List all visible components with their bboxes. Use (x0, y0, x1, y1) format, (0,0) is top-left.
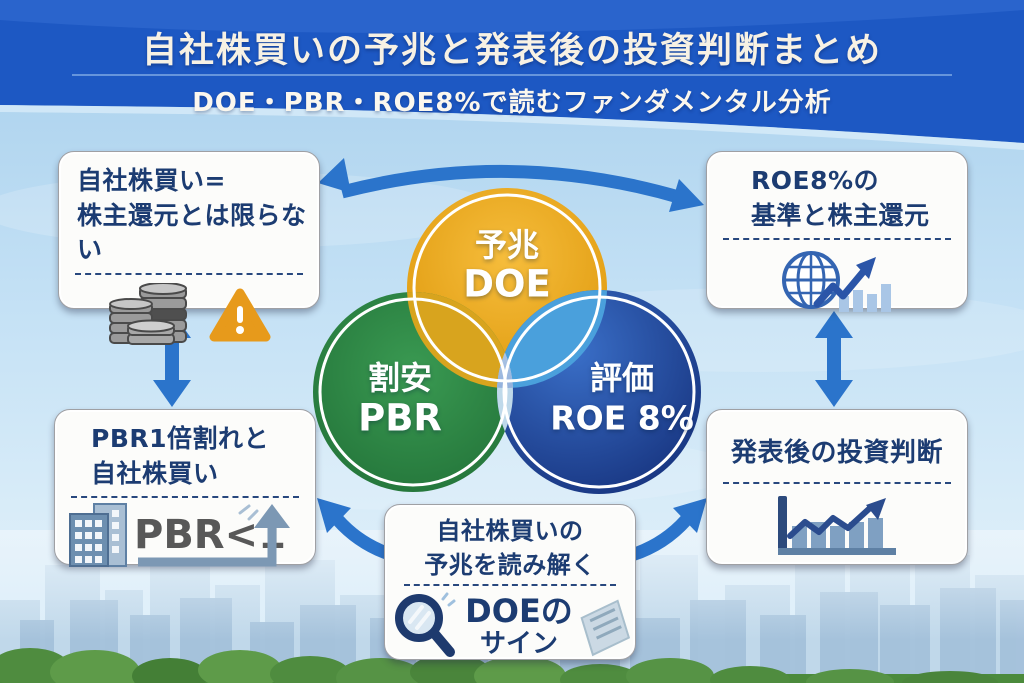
coins-icon (108, 282, 187, 345)
card-title-line: 発表後の投資判断 (730, 438, 943, 468)
venn-left-value: PBR (358, 396, 442, 440)
card-title-line: 予兆を読み解く (424, 550, 596, 579)
card-title-line: 自社株買い (91, 458, 219, 488)
card-title-line: PBR1倍割れと (91, 424, 270, 453)
card-title-line: 株主還元とは限らない (77, 200, 307, 265)
page-subtitle: DOE・PBR・ROE8%で読むファンダメンタル分析 (192, 88, 832, 118)
magnifier-icon (395, 592, 456, 658)
dashed-rule (71, 496, 299, 498)
arrow-right-vertical (815, 311, 853, 407)
card-pbr-below-one: PBR1倍割れと 自社株買い PBR<1 (54, 409, 316, 567)
venn-left-label: 割安 (367, 359, 433, 397)
card-title-line: 自社株買い= (77, 166, 226, 195)
arrow-top-arc (318, 158, 704, 212)
globe-trend-icon (782, 251, 891, 312)
dashed-rule (75, 272, 303, 275)
venn-right-value: ROE 8% (550, 398, 694, 438)
building-icon (69, 503, 127, 567)
warning-icon (209, 288, 270, 341)
card-buyback-not-always-return: 自社株買い= 株主還元とは限らない (58, 151, 320, 345)
bent-up-arrow-icon: PBR<1 (134, 504, 290, 567)
page-title: 自社株買いの予兆と発表後の投資判断まとめ (141, 31, 882, 71)
bar-chart-trend-icon (778, 495, 896, 555)
header-divider (72, 74, 952, 76)
card-roe8-standard: ROE8%の 基準と株主還元 (706, 151, 968, 312)
card-title-line: ROE8%の (751, 166, 880, 195)
doe-sign-label2: サイン (479, 628, 558, 659)
card-title-line: 基準と株主還元 (751, 200, 930, 230)
card-read-buyback-signs: 自社株買いの 予兆を読み解く DOEの サイン (384, 504, 636, 660)
paper-icon (580, 599, 630, 657)
dashed-rule (404, 584, 616, 587)
venn-right-label: 評価 (589, 359, 655, 397)
card-title-line: 自社株買いの (436, 517, 584, 545)
card-post-announcement-judgement: 発表後の投資判断 (706, 409, 968, 565)
dashed-rule (723, 238, 951, 240)
dashed-rule (723, 481, 951, 484)
venn-top-value: DOE (463, 262, 551, 306)
doe-sign-label: DOEの (465, 591, 573, 630)
venn-top-label: 予兆 (474, 226, 540, 264)
